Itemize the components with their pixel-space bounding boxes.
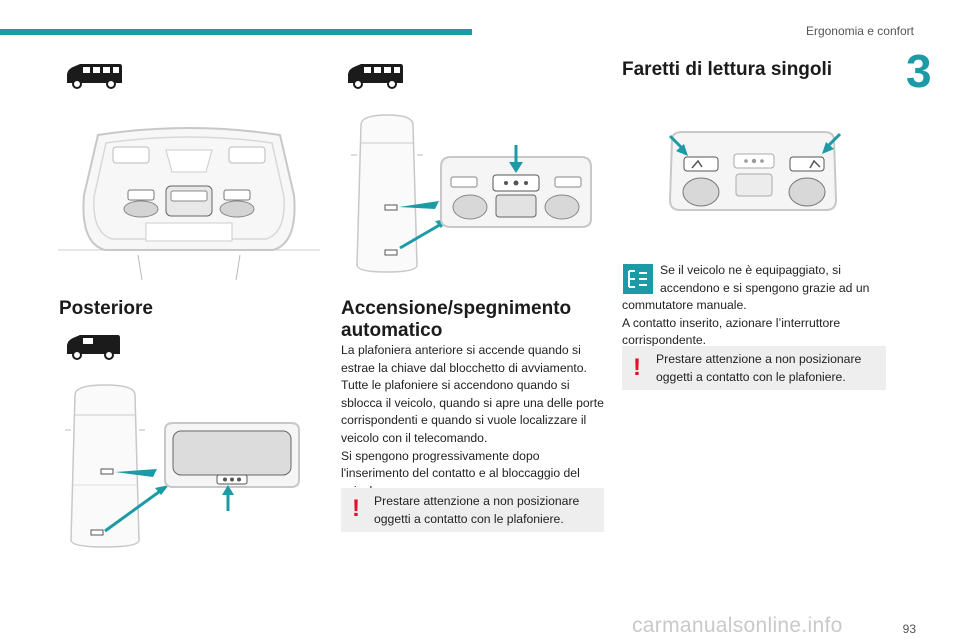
- auto-warning-text: Prestare attenzione a non posizionare og…: [374, 493, 579, 528]
- van-long-icon: [67, 64, 122, 89]
- reading-line: accendono e si spengono grazie ad un: [660, 280, 870, 295]
- auto-line: Si spengono progressivamente dopo: [341, 448, 540, 463]
- auto-line: l'inserimento del contatto e al bloccagg…: [341, 466, 580, 481]
- front-ceiling-light-illustration: [58, 127, 320, 281]
- auto-warning-box: [341, 488, 604, 532]
- rear-section-title: Posteriore: [59, 298, 153, 319]
- watermark: carmanualsonline.info: [632, 614, 843, 637]
- auto-line: sblocca il veicolo, quando si apre una d…: [341, 395, 604, 410]
- reading-line: Se il veicolo ne è equipaggiato, si: [660, 263, 841, 277]
- auto-line: veicolo con il telecomando.: [341, 430, 488, 445]
- auto-section-title-line1: Accensione/spegnimento: [341, 298, 572, 319]
- van-short-icon: [67, 335, 120, 360]
- warning-exclamation-icon: !: [352, 495, 360, 522]
- reading-warning-line: oggetti a contatto con le plafoniere.: [656, 369, 846, 384]
- auto-section-title-line2: automatico: [341, 320, 443, 341]
- chapter-number: 3: [906, 45, 932, 97]
- header-accent-bar: [0, 29, 472, 35]
- auto-line: estrae la chiave dal blocchetto di avvia…: [341, 360, 587, 375]
- auto-warning-line: oggetti a contatto con le plafoniere.: [374, 511, 564, 526]
- automatic-lighting-illustration: [351, 114, 592, 273]
- reading-paragraph: Se il veicolo ne è equipaggiato, si acce…: [622, 262, 869, 350]
- auto-paragraph: La plafoniera anteriore si accende quand…: [341, 342, 604, 500]
- van-long-icon-2: [348, 64, 403, 89]
- equipment-option-icon: [623, 264, 653, 294]
- section-title: Ergonomia e confort: [805, 24, 914, 38]
- reading-line: corrispondente.: [622, 333, 707, 348]
- chapter-tab: [895, 50, 960, 102]
- auto-warning-line: Prestare attenzione a non posizionare: [374, 494, 580, 508]
- reading-section-title: Faretti di lettura singoli: [622, 59, 833, 80]
- auto-line: Tutte le plafoniere si accendono quando …: [341, 378, 570, 393]
- reading-warning-line: Prestare attenzione a non posizionare: [656, 352, 862, 366]
- reading-line: commutatore manuale.: [622, 298, 747, 313]
- auto-line: corrispondenti e quando si vuole localiz…: [341, 413, 587, 428]
- auto-line: La plafoniera anteriore si accende quand…: [341, 343, 581, 357]
- reading-warning-text: Prestare attenzione a non posizionare og…: [656, 351, 861, 386]
- reading-line: A contatto inserito, azionare l’interrut…: [622, 315, 841, 330]
- warning-exclamation-icon: !: [633, 354, 641, 381]
- rear-ceiling-light-illustration: [65, 384, 300, 548]
- reading-warning-box: [622, 346, 886, 390]
- page-number: 93: [902, 622, 916, 636]
- reading-lights-illustration: [668, 131, 842, 211]
